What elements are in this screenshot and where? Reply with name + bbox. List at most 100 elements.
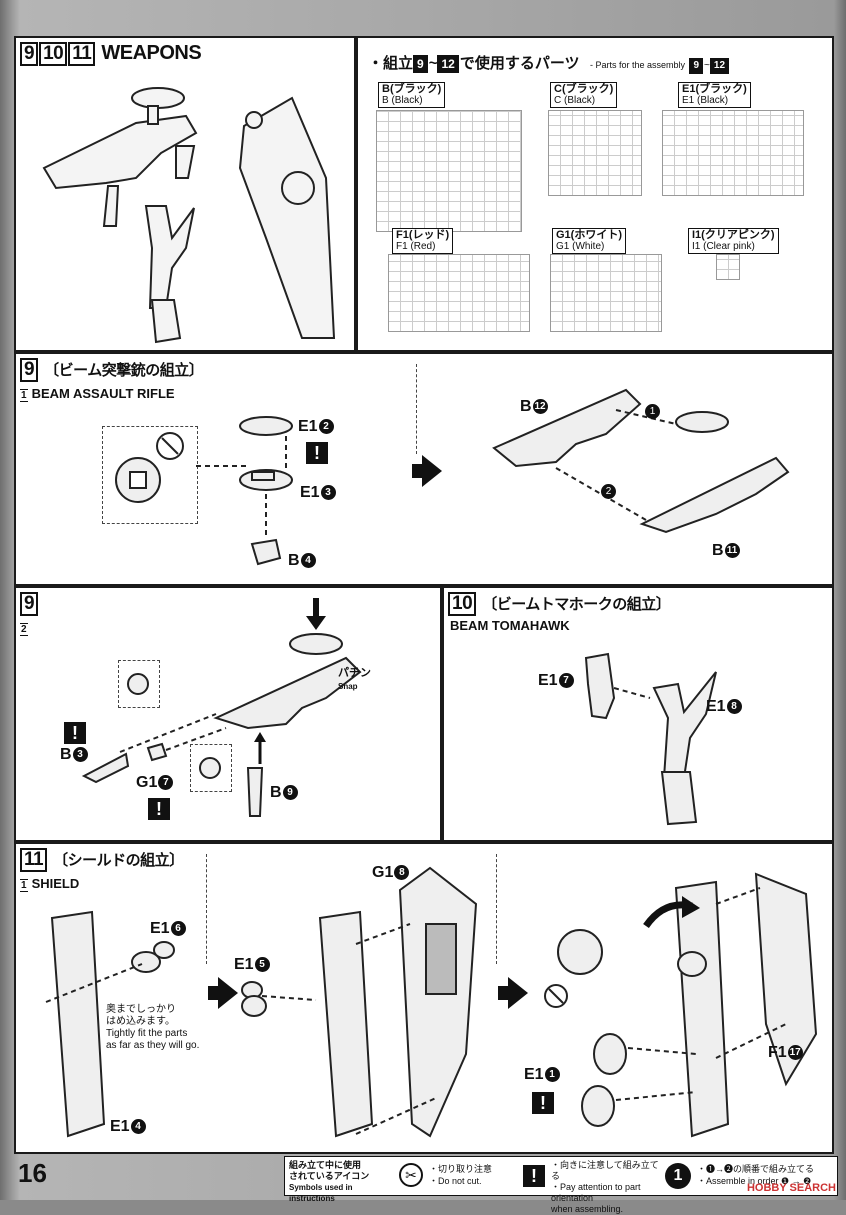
next-arrow-icon-2: [508, 977, 528, 1009]
step10-num: 10: [448, 592, 477, 616]
range-start-en: 9: [689, 58, 704, 74]
runner-g1-label: G1(ホワイト)G1 (White): [552, 228, 626, 254]
step9b-subnum-wrap: 2: [20, 620, 32, 636]
range-tilde: ~: [428, 55, 438, 72]
runner-g1: [550, 254, 662, 332]
step11-title-jp: 〔シールドの組立〕: [53, 852, 184, 869]
weapons-title: WEAPONS: [101, 42, 202, 64]
orientation-icon: !: [523, 1165, 545, 1187]
step11-illustration: [45, 866, 818, 1138]
detail-box-a: [118, 660, 160, 708]
step11-title-en: SHIELD: [31, 876, 80, 891]
weapons-illustration: [42, 87, 336, 344]
step9b-num: 9: [20, 592, 39, 616]
step9b-illustration: [81, 598, 362, 817]
runner-c: [548, 110, 642, 196]
step-num-10: 10: [39, 42, 68, 66]
step9-title-jp: 〔ビーム突撃銃の組立〕: [44, 362, 204, 379]
divider: [416, 364, 418, 454]
parts-heading-en: - Parts for the assembly: [589, 60, 686, 70]
step11-subnum: 1: [20, 879, 28, 892]
next-arrow-tail-2: [498, 986, 508, 1000]
range-end: 12: [437, 55, 459, 73]
step-num-9: 9: [20, 42, 39, 66]
legend-order: ・❶→❷の順番で組み立てる・Assemble in order ❶ → ❷: [697, 1164, 815, 1186]
scissors-icon: ✂: [399, 1163, 423, 1187]
step9b-subnum: 2: [20, 623, 28, 636]
runner-c-label: C(ブラック)C (Black): [550, 82, 618, 108]
range-tilde-en: ~: [704, 60, 710, 71]
order-2-icon: 2: [601, 484, 616, 499]
page-number: 16: [18, 1158, 47, 1188]
orientation-warning-icon-2: !: [64, 722, 86, 744]
runner-f1-label: F1(レッド)F1 (Red): [392, 228, 454, 254]
runner-b: [376, 110, 522, 232]
runner-i1-label: I1(クリアピンク)I1 (Clear pink): [688, 228, 779, 254]
orientation-warning-icon-4: !: [532, 1092, 554, 1114]
parts-heading-jp2: で使用するパーツ: [459, 55, 580, 72]
step10-title-en: BEAM TOMAHAWK: [450, 618, 570, 633]
order-icon: 1: [665, 1163, 691, 1189]
runner-e1: [662, 110, 804, 196]
orientation-warning-icon: !: [306, 442, 328, 464]
next-arrow-tail-1: [208, 986, 218, 1000]
next-arrow-icon-1: [218, 977, 238, 1009]
legend-orientation: ・向きに注意して組み立てる・Pay attention to part orie…: [551, 1160, 659, 1214]
step10-title-jp: 〔ビームトマホークの組立〕: [482, 596, 671, 613]
step-num-11: 11: [68, 42, 96, 66]
detail-box-b: [190, 744, 232, 792]
step11-num: 11: [20, 848, 48, 872]
step9-subnum: 1: [20, 389, 28, 402]
detail-box: [102, 426, 198, 524]
step9-title-en: BEAM ASSAULT RIFLE: [31, 386, 175, 401]
runner-e1-label: E1(ブラック)E1 (Black): [678, 82, 751, 108]
runner-i1: [716, 254, 740, 280]
step9-header: 9 〔ビーム突撃銃の組立〕: [20, 358, 204, 382]
step10-header: 10 〔ビームトマホークの組立〕: [448, 592, 671, 616]
order-1-icon: 1: [645, 404, 660, 419]
orientation-warning-icon-3: !: [148, 798, 170, 820]
step9b-header: 9: [20, 592, 39, 616]
step9a-illustration: [115, 388, 790, 566]
range-start: 9: [413, 55, 428, 73]
divider-2: [496, 854, 498, 964]
legend-cut: ・切り取り注意・Do not cut.: [429, 1164, 493, 1186]
range-end-en: 12: [709, 58, 730, 74]
next-arrow-tail: [412, 464, 422, 478]
step11-header: 11 〔シールドの組立〕: [20, 848, 184, 872]
divider-1: [206, 854, 208, 964]
watermark: HOBBY SEARCH: [746, 1182, 836, 1194]
parts-heading-jp: ・組立: [368, 55, 414, 72]
runner-b-label: B(ブラック)B (Black): [378, 82, 446, 108]
runner-f1: [388, 254, 530, 332]
